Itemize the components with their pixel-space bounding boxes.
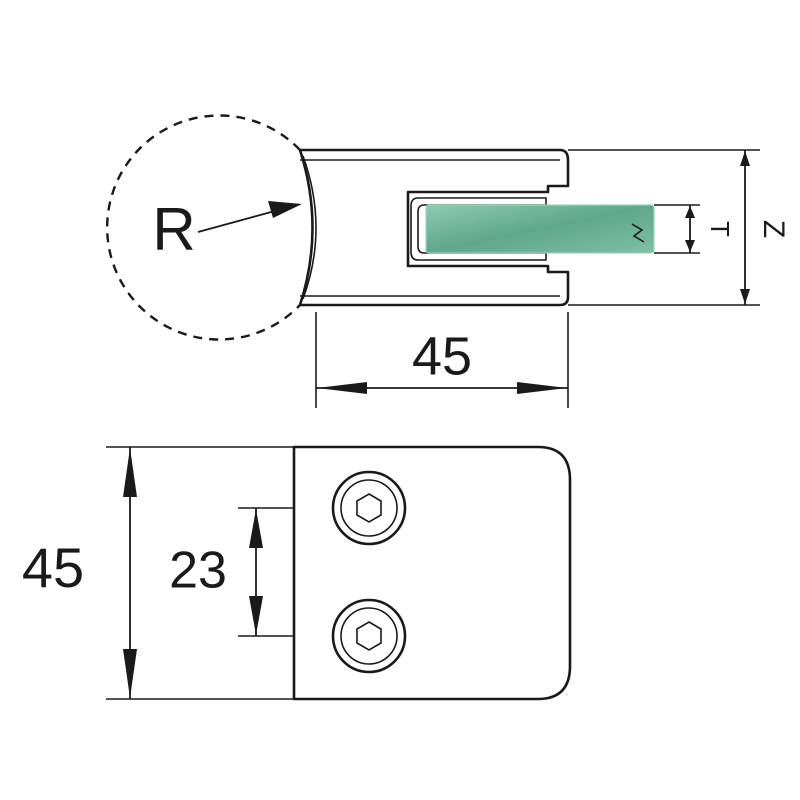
- radius-label: R: [152, 196, 195, 263]
- height-bottom-dimension: 45: [22, 447, 137, 699]
- hex-socket-bolt-icon: [331, 598, 407, 674]
- clamp-seat-inner-edge: [302, 155, 317, 300]
- glass-break-mark: [631, 223, 645, 243]
- clamp-body-outline: [298, 148, 570, 307]
- width-top-label: 45: [412, 326, 472, 386]
- clamp-plate-outline: [292, 445, 572, 701]
- gasket-outline: [410, 197, 547, 261]
- tube-radius-circle: [106, 114, 301, 341]
- top-view: T Z R 45: [106, 114, 790, 408]
- thickness-dimension: T: [685, 205, 735, 253]
- height-z-label: Z: [757, 220, 790, 238]
- width-dimension: 45: [315, 312, 569, 408]
- height-bottom-label: 45: [22, 536, 84, 599]
- front-view: 23 45: [22, 445, 572, 701]
- hole-spacing-label: 23: [169, 542, 227, 600]
- glass-pane: [425, 204, 655, 254]
- hole-spacing-dimension: 23: [169, 508, 263, 636]
- hex-socket-bolt-icon: [331, 470, 407, 546]
- radius-leader: R: [152, 196, 302, 263]
- thickness-label: T: [705, 221, 735, 237]
- height-z-dimension: Z: [740, 150, 790, 305]
